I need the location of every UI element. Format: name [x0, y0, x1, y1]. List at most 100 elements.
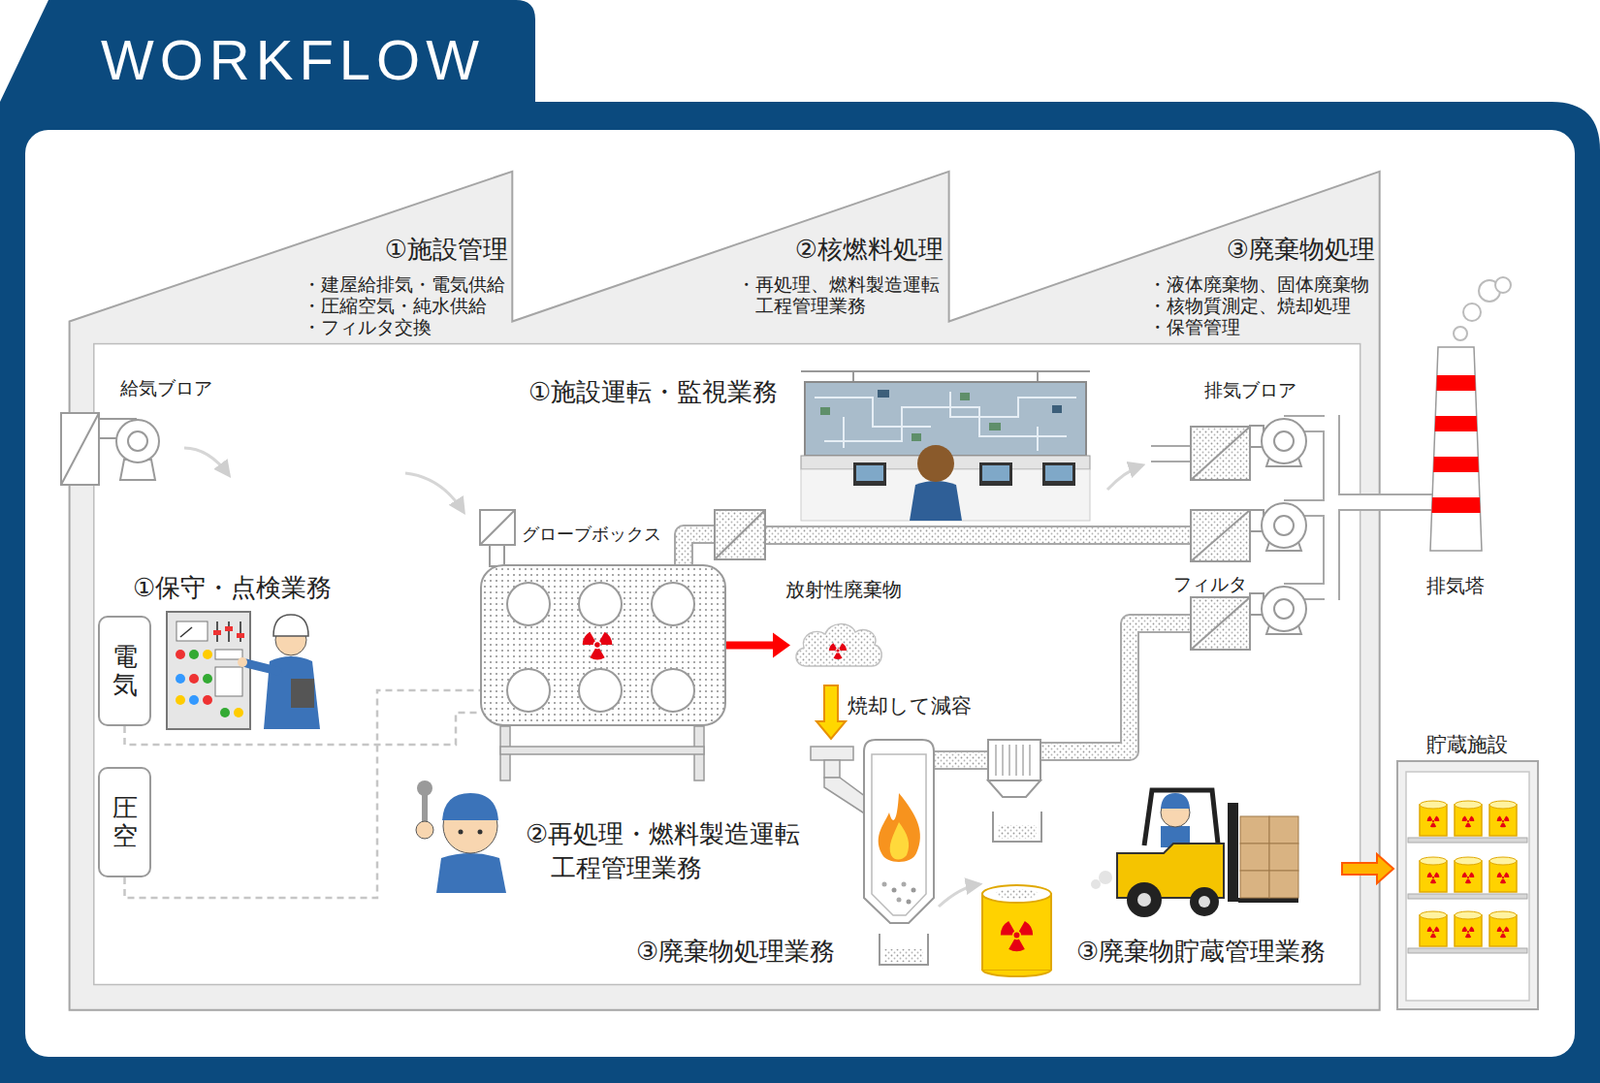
illustration-circle [1189, 887, 1219, 917]
label-holder: ②再処理・燃料製造運転 工程管理業務 [525, 817, 816, 886]
illustration-rect [236, 633, 245, 639]
illustration-circle [416, 821, 434, 839]
task-label: ①施設運転・監視業務 [528, 377, 778, 408]
illustration-rect [25, 129, 1575, 1057]
filters [714, 426, 1250, 650]
node-label: 排気塔 [1426, 574, 1485, 598]
illustration-path [796, 624, 882, 667]
illustration-line [61, 413, 99, 485]
illustration-path [909, 480, 962, 521]
illustration-polygon [1436, 375, 1475, 391]
equipment-label: フィルタ [1173, 573, 1248, 596]
illustration-line [800, 370, 1090, 373]
illustration-path [273, 614, 309, 637]
illustration-circle [1137, 893, 1152, 907]
illustration-circle [1274, 599, 1294, 619]
illustration-rect [1269, 870, 1299, 898]
illustration-line [421, 793, 428, 825]
illustration-circle [175, 649, 186, 660]
text-holder: グローブボックス [521, 523, 662, 545]
glove-box-stand [500, 726, 704, 781]
illustration-rect [1408, 837, 1528, 843]
illustration-circle [578, 582, 622, 626]
illustration-path [938, 884, 980, 907]
illustration-rect [1454, 915, 1482, 947]
illustration-circle [189, 673, 199, 684]
illustration-circle [1098, 870, 1113, 885]
illustration-use [1462, 872, 1475, 885]
illustration-rect [988, 739, 1041, 781]
illustration-rect [982, 894, 1052, 970]
connector-line [726, 641, 774, 650]
illustration-path [180, 627, 192, 638]
task-bullet: ・圧縮空気・純水供給 [302, 294, 487, 317]
illustration-path [184, 448, 229, 476]
illustration-circle [233, 707, 244, 718]
task-bullet: ・再処理、燃料製造運転 工程管理業務 [736, 273, 950, 317]
label-holder: ③廃棄物貯蔵管理業務 [1076, 936, 1326, 967]
stippled-ducts [480, 510, 1191, 761]
illustration-circle [1274, 431, 1294, 451]
maintenance-worker [237, 614, 320, 730]
node-label: 圧空 [112, 794, 138, 850]
illustration-use [1497, 816, 1510, 829]
illustration-rect [489, 543, 505, 567]
label-holder: ①施設管理 [384, 234, 509, 265]
label-holder: 給気ブロア [120, 377, 213, 400]
illustration-rect [884, 949, 924, 962]
illustration-rect [1408, 894, 1528, 899]
illustration-circle [175, 673, 186, 684]
illustration-rect [997, 825, 1037, 839]
illustration-path [871, 754, 927, 916]
label-holder: ③廃棄物処理 [1226, 234, 1376, 265]
section-heading: ①施設管理 [384, 234, 509, 265]
illustration-circle [1198, 896, 1211, 908]
illustration-circle [651, 669, 695, 712]
illustration-rect [166, 611, 251, 730]
task-bullet: ・フィルタ交換 [302, 316, 432, 338]
process-worker [416, 780, 507, 894]
illustration-circle [1261, 586, 1307, 632]
illustration-rect [714, 510, 766, 560]
illustration-circle [189, 649, 199, 660]
node-label: 電気 [112, 642, 138, 699]
smoke-puffs [1453, 277, 1511, 341]
incineration-arrow [816, 685, 846, 739]
label-holder: ・圧縮空気・純水供給 [302, 294, 487, 317]
illustration-ellipse [1489, 857, 1517, 865]
forklift [1090, 790, 1299, 918]
illustration-circle [128, 431, 148, 451]
illustration-path [890, 822, 909, 861]
illustration-rect [1190, 426, 1250, 480]
label-holder: ・再処理、燃料製造運転 工程管理業務 [736, 273, 950, 317]
illustration-use [1427, 816, 1440, 829]
control-room [800, 371, 1143, 521]
illustration-rect [290, 678, 315, 708]
task-bullet: ・保管管理 [1148, 316, 1241, 338]
illustration-rect [213, 630, 222, 636]
illustration-line [239, 621, 242, 642]
illustration-path [864, 739, 934, 924]
label-holder: ①保守・点検業務 [132, 573, 332, 604]
exhaust-stack-shape [1430, 347, 1482, 551]
illustration-rect [877, 389, 890, 398]
compressed-air-box: 圧空 [97, 767, 152, 878]
building-outline [69, 171, 1380, 1011]
illustration-circle [507, 582, 550, 626]
illustration-circle [202, 673, 213, 684]
illustration-rect [1454, 804, 1482, 836]
illustration-circle [478, 830, 483, 835]
task-label: ③廃棄物処理業務 [636, 936, 835, 967]
illustration-circle [1274, 515, 1294, 536]
section-heading: ②核燃料処理 [795, 234, 944, 265]
supply-blower [61, 413, 464, 512]
waste-drum [938, 884, 1052, 977]
illustration-path [878, 793, 921, 863]
label-holder: フィルタ [1173, 573, 1248, 596]
illustration-rect [1419, 915, 1447, 947]
text-holder: 放射性廃棄物 [785, 577, 902, 602]
incinerator [810, 739, 934, 965]
illustration-circle [578, 669, 622, 712]
exhaust-blowers [1249, 418, 1307, 635]
